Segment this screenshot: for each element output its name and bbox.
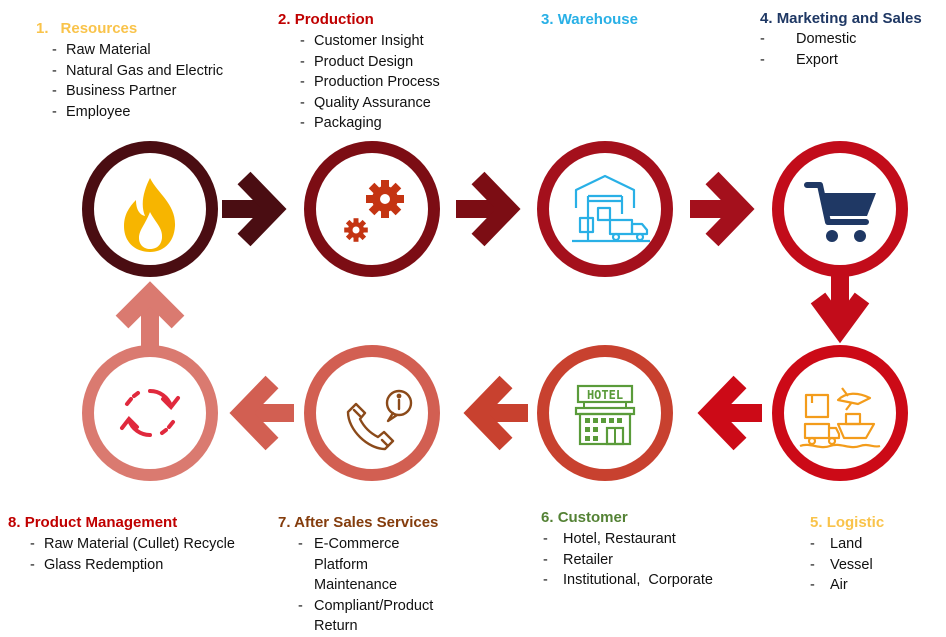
after-sales-ring <box>304 345 440 481</box>
logistic-block: 5. Logistic -Land -Vessel -Air <box>810 514 884 596</box>
customer-item: -Institutional, Corporate <box>543 572 713 588</box>
product-mgmt-block: 8. Product Management -Raw Material (Cul… <box>8 514 235 575</box>
arrow-production-to-warehouse <box>456 171 521 247</box>
production-item: -Customer Insight <box>300 33 424 49</box>
arrow-after-sales-to-product-mgmt <box>229 375 294 451</box>
marketing-heading: 4. Marketing and Sales <box>760 10 922 27</box>
marketing-item: -Export <box>760 51 838 68</box>
customer-item: -Hotel, Restaurant <box>543 531 676 547</box>
customer-item: -Retailer <box>543 551 613 568</box>
hotel-sign-label: HOTEL <box>587 388 623 402</box>
resources-item: -Business Partner <box>52 83 177 99</box>
production-item: -Quality Assurance <box>300 94 431 111</box>
resources-heading: 1.Resources <box>36 20 138 37</box>
logistics-icon <box>799 387 881 449</box>
customer-block: 6. Customer -Hotel, Restaurant -Retailer… <box>541 509 713 591</box>
production-block: 2. Production -Customer Insight -Product… <box>278 11 440 134</box>
arrow-product-mgmt-to-resources <box>115 281 185 350</box>
customer-heading: 6. Customer <box>541 509 628 526</box>
arrow-resources-to-production <box>222 171 287 247</box>
after-sales-item: -E-Commerce Platform Maintenance <box>298 536 400 593</box>
logistic-heading: 5. Logistic <box>810 514 885 531</box>
product-mgmt-item: -Glass Redemption <box>30 556 164 573</box>
after-sales-item: -Compliant/Product Return <box>298 597 434 635</box>
arrow-logistic-to-customer <box>697 375 762 451</box>
production-heading: 2. Production <box>278 11 374 28</box>
after-sales-heading: 7. After Sales Services <box>278 514 439 531</box>
logistic-item: -Vessel <box>810 556 873 573</box>
recycle-icon <box>120 388 180 438</box>
product-mgmt-item: -Raw Material (Cullet) Recycle <box>30 536 235 552</box>
resources-block: 1.Resources -Raw Material -Natural Gas a… <box>36 20 223 122</box>
resources-item: -Employee <box>52 103 131 120</box>
arrow-warehouse-to-marketing <box>690 171 755 247</box>
arrow-marketing-to-logistic <box>810 270 870 344</box>
product-mgmt-ring <box>82 345 218 481</box>
marketing-block: 4. Marketing and Sales -Domestic -Export <box>760 10 922 70</box>
resources-item: -Natural Gas and Electric <box>52 62 224 79</box>
warehouse-icon <box>572 174 650 243</box>
flame-icon <box>124 178 176 252</box>
gears-icon <box>344 180 404 242</box>
marketing-item: -Domestic <box>760 31 857 47</box>
arrow-customer-to-after-sales <box>463 375 528 451</box>
shopping-cart-icon <box>804 182 876 242</box>
product-mgmt-heading: 8. Product Management <box>8 514 178 531</box>
resources-item: -Raw Material <box>52 42 151 58</box>
production-item: -Packaging <box>300 115 382 131</box>
after-sales-block: 7. After Sales Services -E-Commerce Plat… <box>278 514 458 637</box>
logistic-ring <box>772 345 908 481</box>
logistic-item: -Air <box>810 577 848 593</box>
logistic-item: -Land <box>810 536 863 552</box>
production-item: -Product Design <box>300 53 414 70</box>
phone-info-icon <box>346 389 413 451</box>
warehouse-heading: 3. Warehouse <box>541 11 638 28</box>
warehouse-block: 3. Warehouse <box>541 11 638 29</box>
production-item: -Production Process <box>300 74 440 90</box>
hotel-icon: HOTEL <box>574 384 636 446</box>
